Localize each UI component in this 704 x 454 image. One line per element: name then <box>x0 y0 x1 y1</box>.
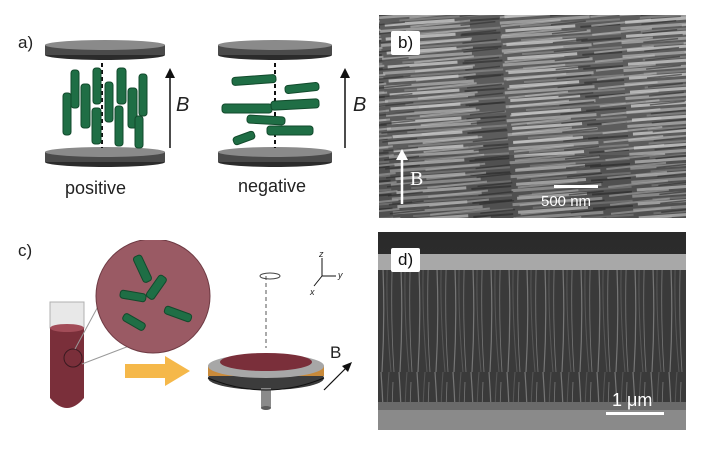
axis-z-label: z <box>319 249 324 259</box>
right-top-plate <box>218 40 332 60</box>
panel-a-right-field-label: B <box>353 94 367 116</box>
right-bottom-plate <box>218 147 332 167</box>
film-cross-section-texture <box>378 232 686 430</box>
caption-positive: positive <box>65 178 127 198</box>
zoom-circle <box>95 240 211 354</box>
left-bottom-plate <box>45 147 165 167</box>
panel-b-field-label: B <box>410 168 424 190</box>
panel-a-label: a) <box>18 33 34 52</box>
panel-d-scale-bar <box>606 412 664 415</box>
panel-a-left-field-label: B <box>176 94 190 116</box>
horizontal-rods <box>221 74 320 146</box>
rotation-indicator <box>259 272 281 280</box>
left-top-plate <box>45 40 165 60</box>
axis-x-label: x <box>310 287 315 297</box>
panel-b-scale-bar <box>554 185 598 188</box>
panel-c-label: c) <box>18 241 33 260</box>
panel-d-sem-image <box>378 232 686 430</box>
panel-b-scale-label: 500 nm <box>541 193 592 210</box>
panel-d-label: d) <box>391 248 421 272</box>
process-arrow <box>125 356 190 386</box>
panel-a-diagram <box>45 40 350 167</box>
axis-y-label: y <box>338 270 343 280</box>
panel-b-sem-image <box>379 15 686 218</box>
vertical-rods <box>62 67 148 149</box>
panel-b-field-arrow <box>396 149 408 204</box>
panel-c-diagram <box>49 240 352 410</box>
caption-negative: negative <box>238 176 307 196</box>
panel-c-field-label: B <box>330 343 342 362</box>
spin-coater <box>207 353 325 410</box>
xyz-axes <box>313 258 336 287</box>
panel-b-label: b) <box>391 31 421 55</box>
aligned-rods-texture <box>379 15 686 218</box>
test-tube <box>49 301 85 408</box>
panel-c-field-arrow <box>323 365 349 391</box>
panel-d-scale-label: 1 μm <box>612 390 653 410</box>
